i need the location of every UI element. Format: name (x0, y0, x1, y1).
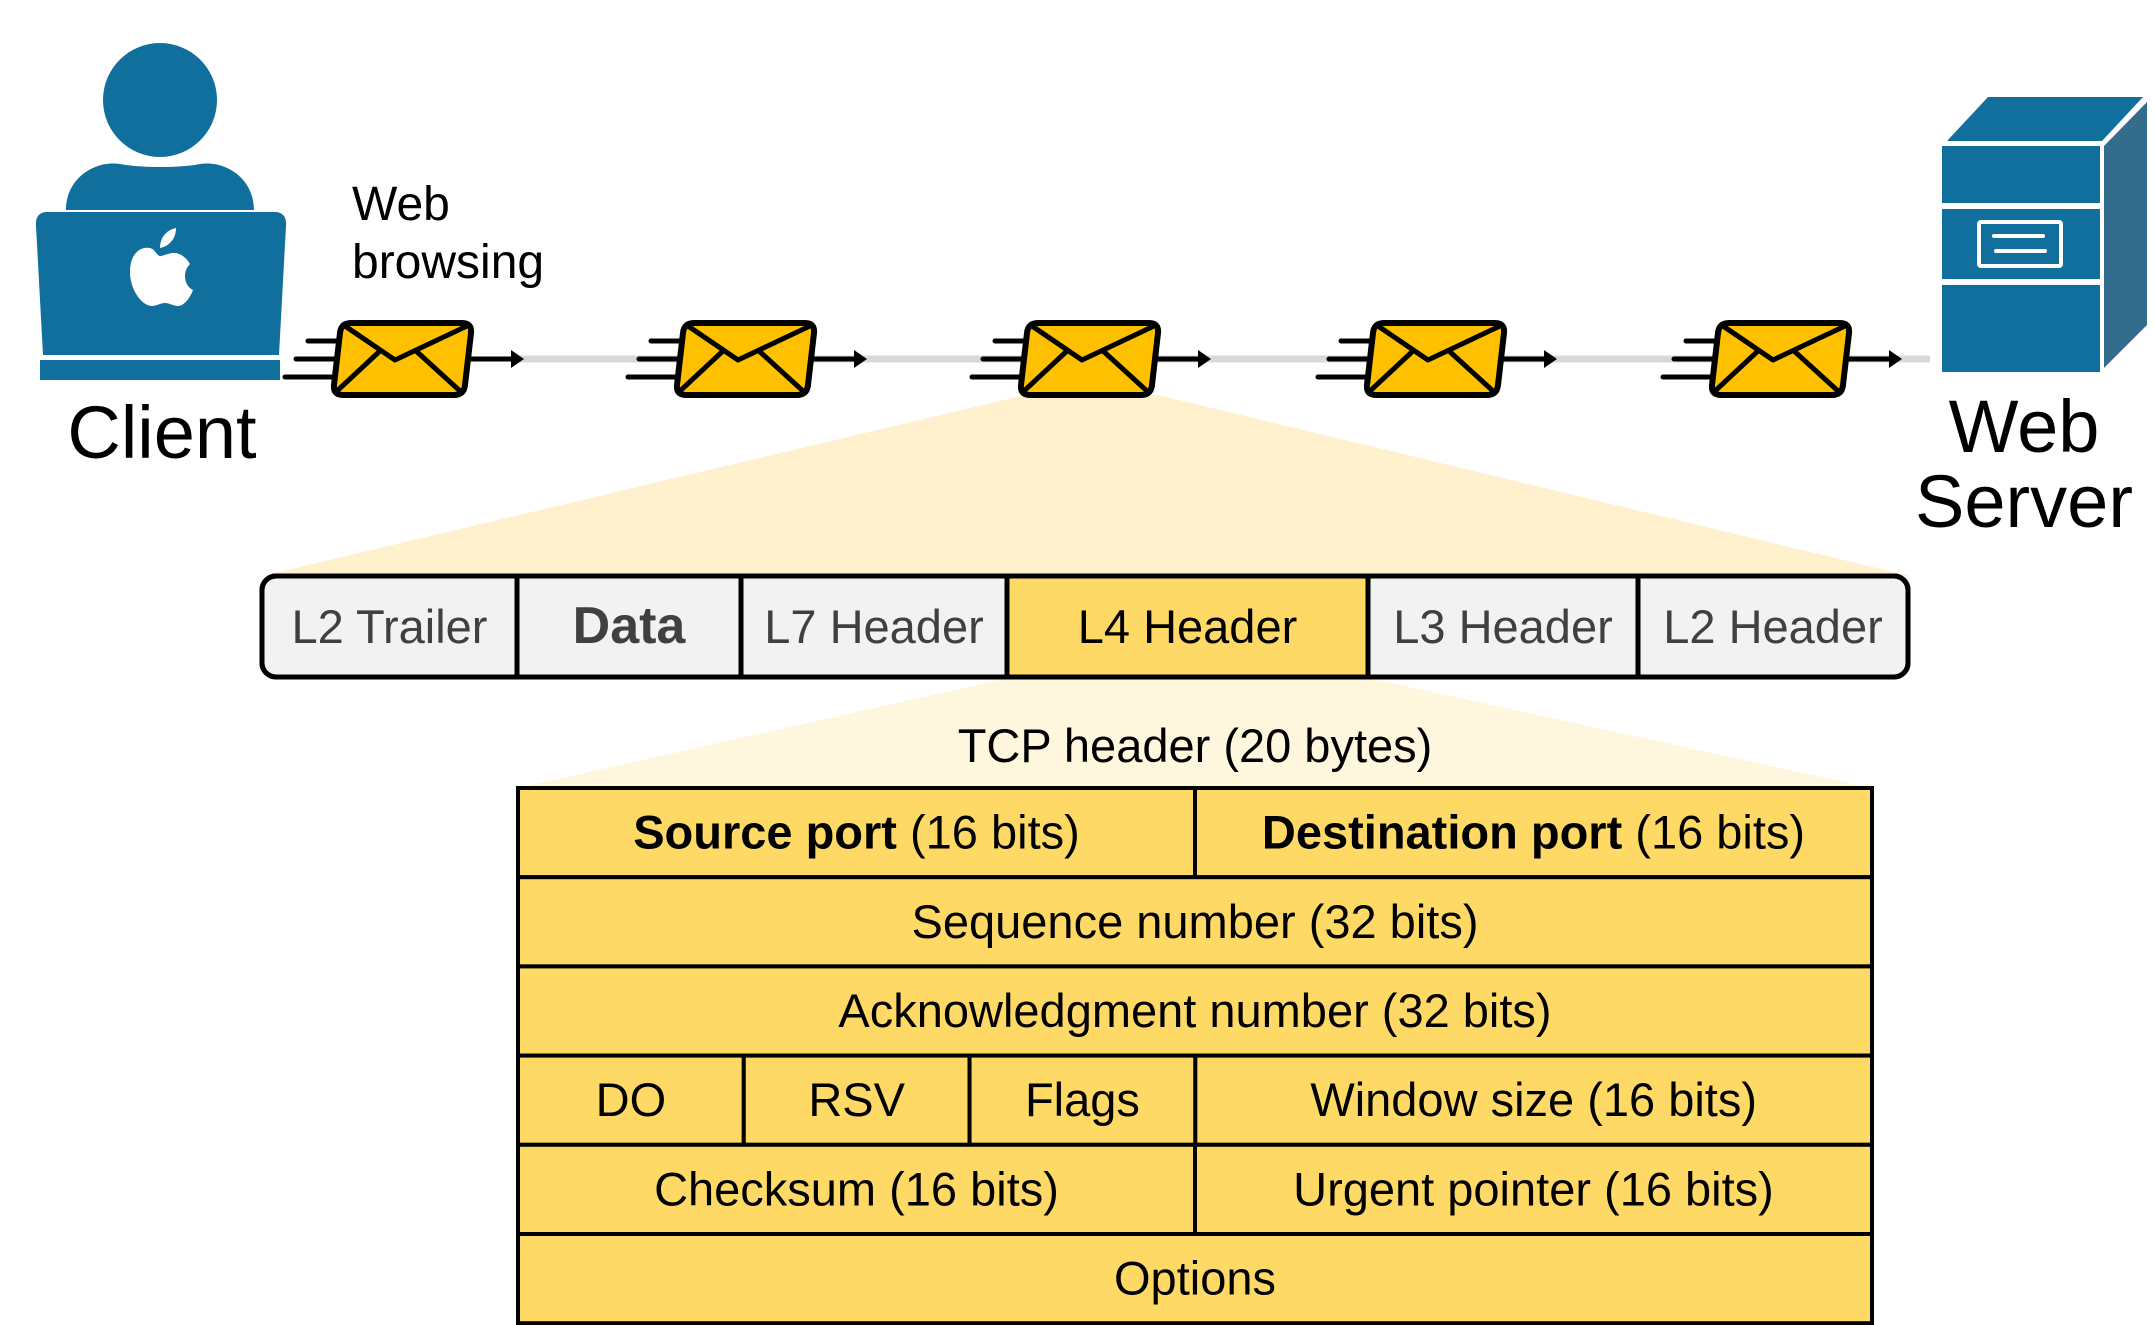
frame-segment-label: L3 Header (1393, 600, 1613, 653)
action-label-line2: browsing (352, 236, 544, 289)
tcp-field-label: Acknowledgment number (32 bits) (838, 984, 1551, 1037)
tcp-field: RSV (741, 1053, 972, 1147)
tcp-field-label: Urgent pointer (16 bits) (1293, 1162, 1774, 1215)
envelope-icon (1660, 320, 1902, 398)
tcp-field-label: Checksum (16 bits) (654, 1162, 1059, 1215)
frame-segment-label: L2 Trailer (292, 600, 488, 653)
frame-segment-label: L7 Header (764, 600, 984, 653)
arrow-head-icon (511, 350, 524, 368)
l4-expansion-fan (518, 678, 1872, 788)
tcp-field: Checksum (16 bits) (516, 1142, 1197, 1237)
tcp-field-label: DO (596, 1073, 667, 1126)
frame-segment-l4-header: L4 Header (1007, 578, 1368, 675)
tcp-row: Sequence number (32 bits) (516, 875, 1874, 969)
action-label-line1: Web (352, 178, 450, 231)
tcp-field-label: Destination port (16 bits) (1262, 806, 1805, 859)
tcp-row: DO RSV Flags Window size (16 bits) (516, 1053, 1874, 1147)
tcp-field-label: Window size (16 bits) (1310, 1073, 1757, 1126)
envelope-icon (969, 320, 1211, 398)
server-label-line2: Server (1915, 460, 2133, 543)
tcp-field: Window size (16 bits) (1193, 1053, 1874, 1147)
server-label-line1: Web (1949, 385, 2100, 468)
tcp-header-table: Source port (16 bits) Destination port (1… (516, 786, 1874, 1325)
ethernet-frame: L2 Trailer Data L7 Header L4 Header L3 Heade… (259, 573, 1911, 680)
tcp-field-label: Sequence number (32 bits) (912, 895, 1479, 948)
tcp-field: Flags (967, 1053, 1198, 1147)
server-panel-icon (1977, 220, 2063, 268)
arrow-head-icon (1544, 350, 1557, 368)
tcp-field: Options (516, 1232, 1874, 1325)
envelope-icon (282, 320, 524, 398)
tcp-row: Checksum (16 bits) Urgent pointer (16 bit… (516, 1142, 1874, 1237)
person-laptop-icon (35, 43, 287, 380)
tcp-field: Acknowledgment number (32 bits) (516, 964, 1874, 1058)
arrow-head-icon (854, 350, 867, 368)
tcp-field-label: RSV (808, 1073, 905, 1126)
arrow-head-icon (1889, 350, 1902, 368)
tcp-field: Urgent pointer (16 bits) (1193, 1142, 1874, 1237)
tcp-field: Destination port (16 bits) (1193, 786, 1874, 880)
frame-segment-label: Data (573, 597, 687, 655)
frame-segment-l2-header: L2 Header (1663, 600, 1883, 653)
tcp-field: Source port (16 bits) (516, 786, 1197, 880)
frame-segment-l2-trailer: L2 Trailer (292, 600, 488, 653)
tcp-row: Options (516, 1232, 1874, 1325)
envelope-icon (1315, 320, 1557, 398)
arrow-head-icon (1198, 350, 1211, 368)
frame-segment-l3-header: L3 Header (1393, 600, 1613, 653)
client-label: Client (67, 391, 257, 474)
tcp-field: DO (516, 1053, 746, 1147)
envelope-icon (625, 320, 867, 398)
frame-segment-data: Data (573, 597, 687, 655)
frame-segment-l7-header: L7 Header (764, 600, 984, 653)
packet-stream (282, 320, 1902, 398)
tcp-row: Acknowledgment number (32 bits) (516, 964, 1874, 1058)
packet-expansion-fan (262, 395, 1910, 576)
tcp-field-label: Options (1114, 1252, 1276, 1305)
server-icon (1942, 97, 2147, 372)
tcp-row: Source port (16 bits) Destination port (1… (516, 786, 1874, 880)
tcp-field-label: Flags (1025, 1073, 1140, 1126)
frame-segment-label: L4 Header (1078, 600, 1298, 653)
tcp-field-label: Source port (16 bits) (633, 806, 1080, 859)
tcp-field: Sequence number (32 bits) (516, 875, 1874, 969)
apple-logo-icon (130, 228, 193, 306)
frame-segment-label: L2 Header (1663, 600, 1883, 653)
tcp-header-title: TCP header (20 bytes) (958, 719, 1433, 772)
